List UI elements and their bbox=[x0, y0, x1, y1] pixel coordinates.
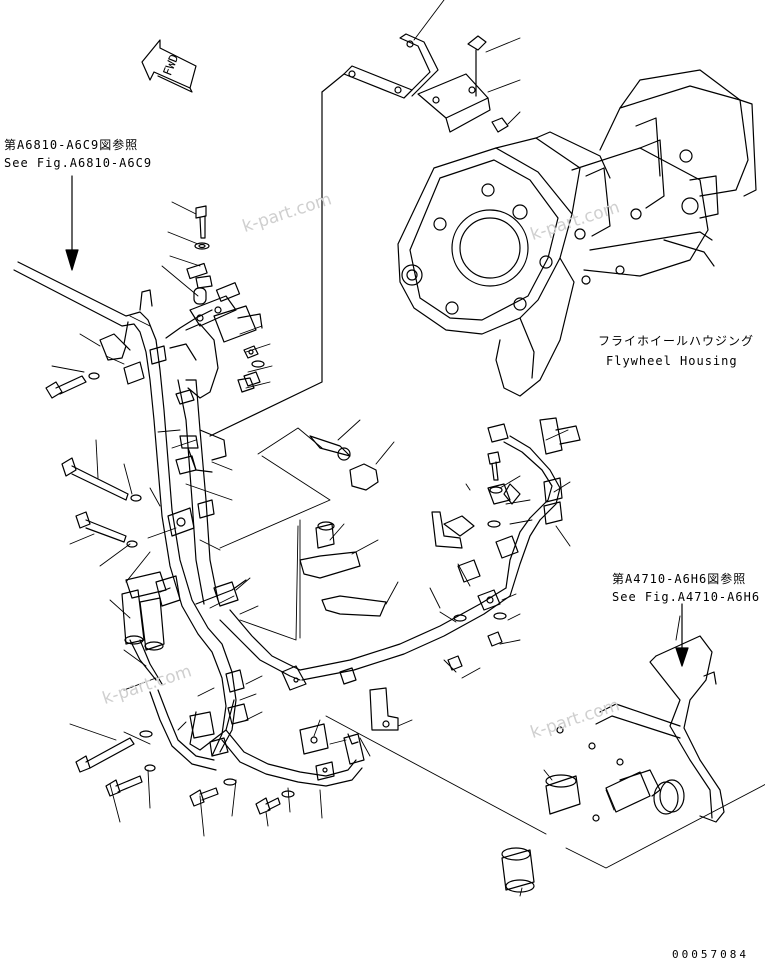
fwd-arrow-icon bbox=[141, 39, 197, 93]
housing-label-en: Flywheel Housing bbox=[606, 354, 738, 368]
housing-label-jp: フライホイールハウジング bbox=[598, 334, 755, 348]
connectors-and-clamps bbox=[99, 262, 581, 781]
ref-right-jp: 第A4710-A6H6図参照 bbox=[612, 572, 747, 586]
lower-right-bracket bbox=[501, 635, 725, 893]
ref-top-jp: 第A6810-A6C9図参照 bbox=[4, 138, 139, 152]
reference-arrows bbox=[65, 175, 689, 667]
upper-brackets bbox=[209, 33, 509, 437]
ref-right-en: See Fig.A4710-A6H6 bbox=[612, 590, 761, 604]
group-lines bbox=[219, 427, 765, 869]
flywheel-housing bbox=[397, 69, 757, 397]
fasteners bbox=[45, 205, 521, 815]
wire-harness bbox=[13, 261, 561, 787]
ref-top-en: See Fig.A6810-A6C9 bbox=[4, 156, 153, 170]
leader-lines bbox=[51, 0, 681, 897]
drawing-number: 00057084 bbox=[672, 948, 749, 961]
